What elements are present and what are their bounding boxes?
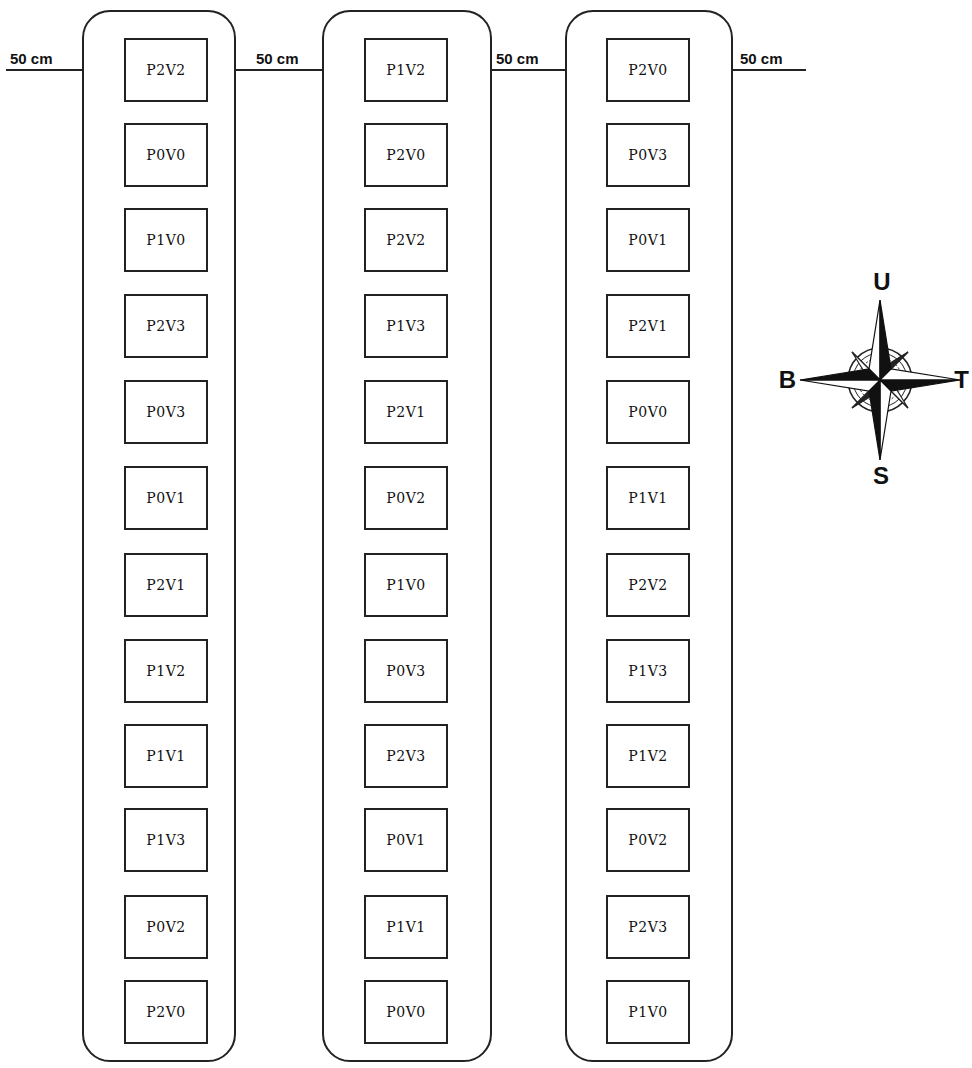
plot-box: P1V2 bbox=[124, 639, 208, 703]
compass-west: B bbox=[779, 366, 796, 394]
plot-box: P2V3 bbox=[364, 724, 448, 788]
treatment-code: P1V1 bbox=[146, 748, 185, 764]
plot-box: P2V1 bbox=[364, 380, 448, 444]
spacing-dimension: 50 cm bbox=[10, 50, 53, 67]
plot-box: P2V3 bbox=[606, 895, 690, 959]
plot-box: P2V2 bbox=[364, 208, 448, 272]
plot-box: P0V0 bbox=[606, 380, 690, 444]
treatment-code: P0V1 bbox=[628, 232, 667, 248]
treatment-code: P1V0 bbox=[386, 577, 425, 593]
treatment-code: P2V0 bbox=[386, 147, 425, 163]
spacing-dimension: 50 cm bbox=[256, 50, 299, 67]
spacing-dimension: 50 cm bbox=[496, 50, 539, 67]
treatment-code: P2V2 bbox=[386, 232, 425, 248]
plot-box: P0V3 bbox=[124, 380, 208, 444]
replication-block: P2V2P0V0P1V0P2V3P0V3P0V1P2V1P1V2P1V1P1V3… bbox=[82, 10, 236, 1062]
treatment-code: P0V3 bbox=[628, 147, 667, 163]
plot-box: P0V2 bbox=[606, 808, 690, 872]
plot-box: P0V3 bbox=[364, 639, 448, 703]
treatment-code: P0V0 bbox=[146, 147, 185, 163]
treatment-code: P1V1 bbox=[628, 490, 667, 506]
plot-box: P0V1 bbox=[124, 466, 208, 530]
treatment-code: P0V2 bbox=[628, 832, 667, 848]
spacing-dimension: 50 cm bbox=[740, 50, 783, 67]
plot-box: P0V1 bbox=[606, 208, 690, 272]
plot-box: P2V1 bbox=[606, 294, 690, 358]
treatment-code: P2V2 bbox=[146, 62, 185, 78]
plot-box: P1V3 bbox=[364, 294, 448, 358]
treatment-code: P1V3 bbox=[386, 318, 425, 334]
compass-east: T bbox=[954, 366, 969, 394]
treatment-code: P0V2 bbox=[386, 490, 425, 506]
treatment-code: P0V2 bbox=[146, 919, 185, 935]
plot-box: P1V1 bbox=[606, 466, 690, 530]
compass-south: S bbox=[873, 462, 889, 490]
treatment-code: P2V0 bbox=[628, 62, 667, 78]
treatment-code: P2V2 bbox=[628, 577, 667, 593]
compass-north: U bbox=[873, 268, 890, 296]
plot-box: P2V0 bbox=[606, 38, 690, 102]
plot-box: P2V0 bbox=[124, 980, 208, 1044]
plot-box: P1V1 bbox=[124, 724, 208, 788]
plot-box: P0V2 bbox=[364, 466, 448, 530]
treatment-code: P1V3 bbox=[628, 663, 667, 679]
plot-box: P1V0 bbox=[124, 208, 208, 272]
treatment-code: P1V2 bbox=[628, 748, 667, 764]
treatment-code: P0V0 bbox=[386, 1004, 425, 1020]
plot-box: P0V1 bbox=[364, 808, 448, 872]
spacing-line bbox=[733, 69, 806, 71]
plot-box: P1V1 bbox=[364, 895, 448, 959]
spacing-line bbox=[236, 69, 322, 71]
treatment-code: P0V3 bbox=[146, 404, 185, 420]
plot-box: P1V0 bbox=[606, 980, 690, 1044]
treatment-code: P2V1 bbox=[386, 404, 425, 420]
treatment-code: P1V1 bbox=[386, 919, 425, 935]
treatment-code: P2V3 bbox=[386, 748, 425, 764]
compass-rose bbox=[800, 300, 960, 460]
plot-box: P2V1 bbox=[124, 553, 208, 617]
treatment-code: P1V3 bbox=[146, 832, 185, 848]
plot-box: P1V0 bbox=[364, 553, 448, 617]
treatment-code: P1V0 bbox=[146, 232, 185, 248]
treatment-code: P2V1 bbox=[628, 318, 667, 334]
replication-block: P1V2P2V0P2V2P1V3P2V1P0V2P1V0P0V3P2V3P0V1… bbox=[322, 10, 492, 1062]
treatment-code: P2V3 bbox=[628, 919, 667, 935]
treatment-code: P1V2 bbox=[146, 663, 185, 679]
plot-box: P1V2 bbox=[606, 724, 690, 788]
plot-box: P2V2 bbox=[606, 553, 690, 617]
treatment-code: P2V0 bbox=[146, 1004, 185, 1020]
plot-box: P0V0 bbox=[124, 123, 208, 187]
replication-block: P2V0P0V3P0V1P2V1P0V0P1V1P2V2P1V3P1V2P0V2… bbox=[565, 10, 733, 1062]
treatment-code: P2V1 bbox=[146, 577, 185, 593]
plot-box: P0V0 bbox=[364, 980, 448, 1044]
plot-box: P2V0 bbox=[364, 123, 448, 187]
treatment-code: P1V0 bbox=[628, 1004, 667, 1020]
treatment-code: P0V1 bbox=[386, 832, 425, 848]
plot-box: P1V2 bbox=[364, 38, 448, 102]
plot-box: P2V2 bbox=[124, 38, 208, 102]
spacing-line bbox=[6, 69, 82, 71]
treatment-code: P2V3 bbox=[146, 318, 185, 334]
spacing-line bbox=[492, 69, 565, 71]
treatment-code: P1V2 bbox=[386, 62, 425, 78]
treatment-code: P0V3 bbox=[386, 663, 425, 679]
treatment-code: P0V0 bbox=[628, 404, 667, 420]
plot-box: P1V3 bbox=[124, 808, 208, 872]
plot-box: P0V2 bbox=[124, 895, 208, 959]
plot-box: P2V3 bbox=[124, 294, 208, 358]
treatment-code: P0V1 bbox=[146, 490, 185, 506]
plot-box: P1V3 bbox=[606, 639, 690, 703]
plot-box: P0V3 bbox=[606, 123, 690, 187]
